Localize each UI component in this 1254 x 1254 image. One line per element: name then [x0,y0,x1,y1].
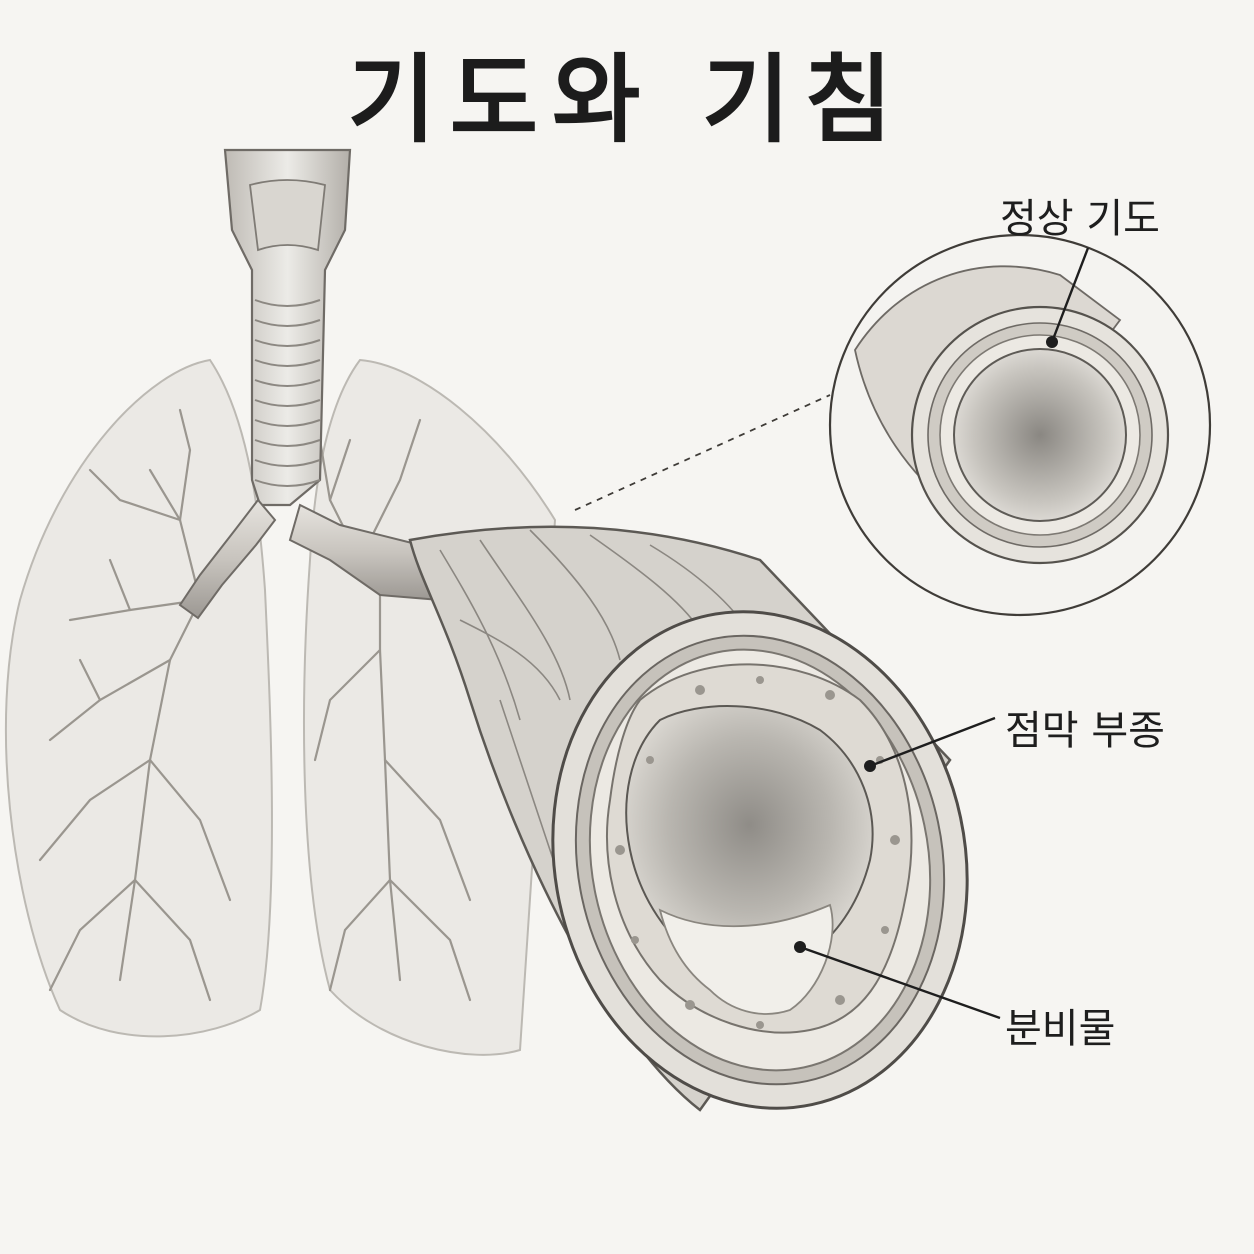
trachea-illustration [178,148,442,620]
secretion-pool [658,903,834,1015]
page-title: 기도와 기침 [347,44,907,156]
leader-lines [799,247,1090,1020]
secretion-label: 분비물 [1005,1006,1116,1052]
airway-cross-section-illustration [551,610,969,1110]
mucosal-edema-label: 점막 부종 [1005,708,1165,754]
mucosa-glands [615,676,900,1029]
secretion-leader [799,945,1001,1020]
left-lung [4,358,273,1038]
bronchial-tree [38,408,472,1002]
zoom-connector-line [574,394,831,511]
mucosal-edema-leader [869,716,996,768]
tracheal-rings [254,299,321,487]
leader-dots [794,336,1058,953]
normal-airway-leader [1050,247,1090,343]
normal-airway-label: 정상 기도 [1000,196,1160,242]
magnified-normal-airway-illustration [828,233,1212,617]
